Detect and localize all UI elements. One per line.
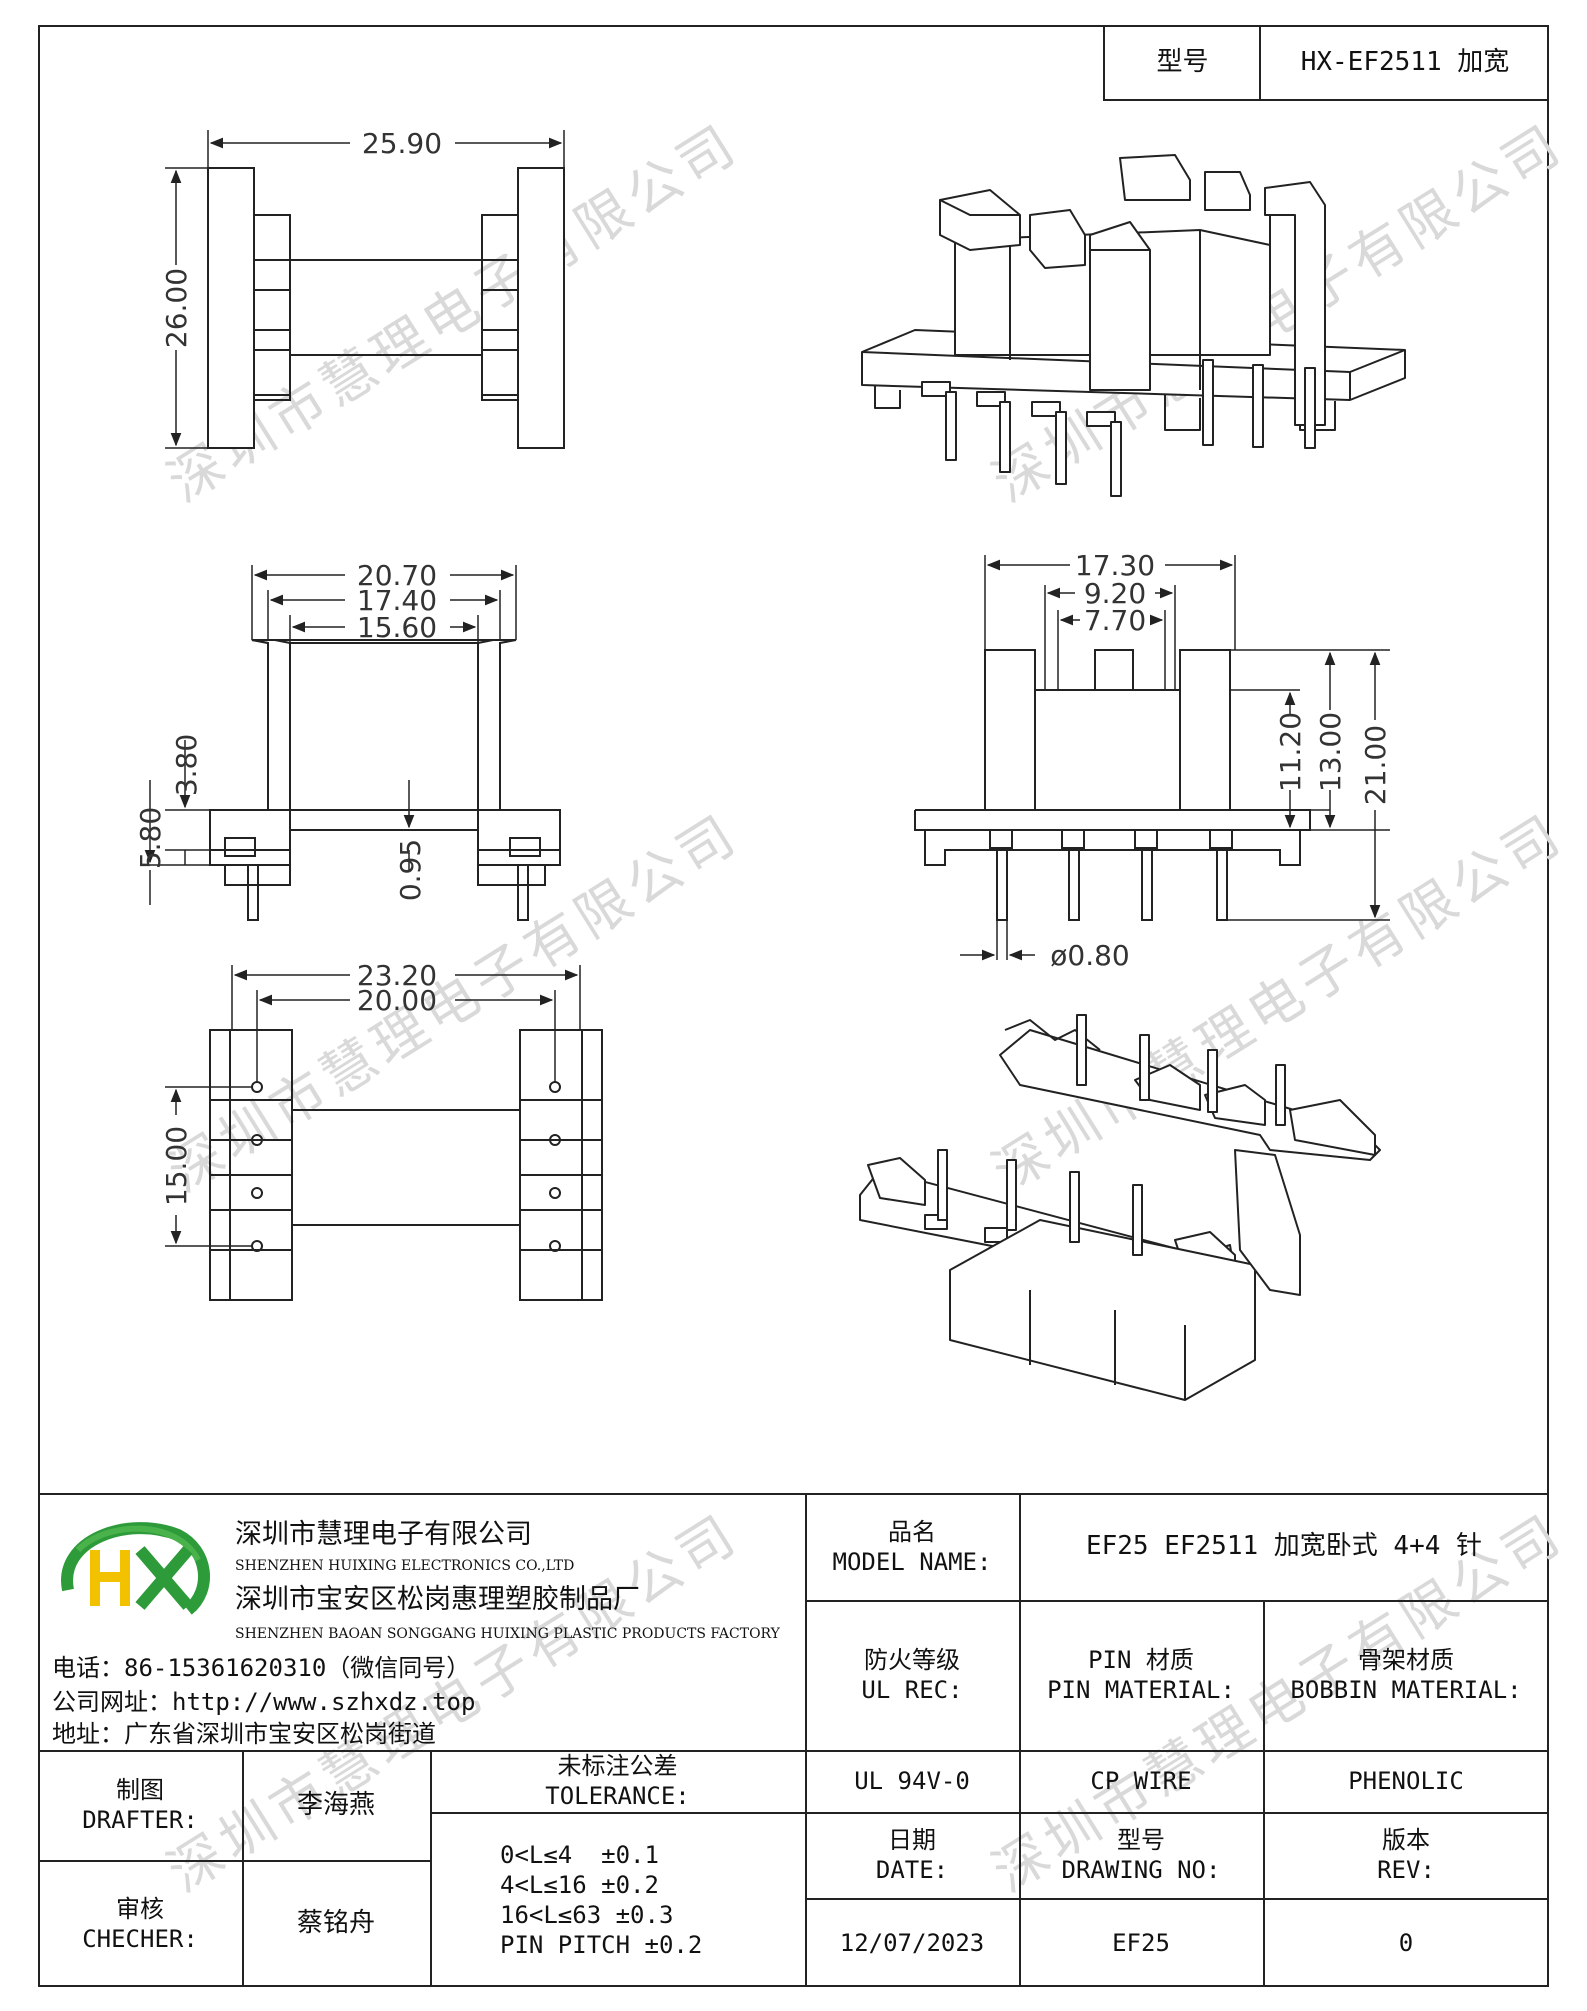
iso-view-bottom [859,1014,1381,1401]
pin-cn: PIN 材质 [1088,1646,1194,1674]
factory-name-en: SHENZHEN BAOAN SONGGANG HUIXING PLASTIC … [235,1626,780,1643]
rev-value: 0 [1398,1928,1414,1957]
rev-en: REV: [1377,1856,1435,1884]
header-model-label: 型号 [1103,25,1260,101]
dim-side-w2: 9.20 [1084,577,1146,610]
checker-label: 审核 CHECHER: [38,1860,242,1987]
drawing-no-value: EF25 [1112,1928,1170,1957]
divider [38,1750,1549,1752]
dim-top-height: 26.00 [160,268,193,348]
divider [805,1600,1549,1602]
dim-side-h1: 11.20 [1274,712,1307,792]
dim-front-h1: 3.80 [170,734,203,796]
title-block-top [38,1493,1549,1495]
dim-front-h3: 0.95 [394,839,427,901]
dim-side-h2: 13.00 [1314,712,1347,792]
front-view [140,565,561,921]
rev-label: 版本 REV: [1263,1812,1549,1898]
company-website[interactable]: 公司网址：http://www.szhxdz.top [52,1688,476,1716]
dim-bottom-height: 15.00 [160,1126,193,1206]
model-name-en: MODEL NAME: [832,1547,992,1576]
company-address: 地址：广东省深圳市宝安区松岗街道 [52,1720,436,1748]
dim-side-w3: 7.70 [1084,604,1146,637]
divider [1019,1493,1021,1987]
technical-drawings: 25.90 26.00 20.70 17.40 15.60 3.80 5.80 … [134,127,1406,1401]
tolerance-cn: 未标注公差 [557,1752,678,1780]
checker-cn: 审核 [116,1894,164,1923]
drawing-en: DRAWING NO: [1061,1856,1221,1884]
ul-en: UL REC: [861,1676,963,1704]
bobbin-cn: 骨架材质 [1358,1646,1454,1674]
date-label: 日期 DATE: [805,1812,1019,1898]
pin-material-label: PIN 材质 PIN MATERIAL: [1019,1600,1263,1750]
drafter-cn: 制图 [116,1776,164,1804]
bottom-view [165,965,603,1301]
divider [430,1750,432,1987]
dim-front-h2: 5.80 [134,807,167,869]
divider [805,1812,1549,1814]
iso-view-top [861,154,1406,497]
drafter-label: 制图 DRAFTER: [38,1750,242,1860]
checker-name: 蔡铭舟 [296,1908,375,1939]
bobbin-material-value: PHENOLIC [1348,1767,1464,1795]
pin-en: PIN MATERIAL: [1047,1676,1235,1704]
top-view [165,130,565,449]
dim-side-w1: 17.30 [1075,549,1155,582]
tolerance-line: 0<L≤4 ±0.1 [500,1840,659,1869]
tolerance-label: 未标注公差 TOLERANCE: [430,1750,805,1812]
ul-value: UL 94V-0 [854,1767,970,1795]
drawing-frame [38,25,1549,1987]
bobbin-en: BOBBIN MATERIAL: [1290,1676,1522,1704]
side-view [914,555,1390,961]
model-name-label: 品名 MODEL NAME: [805,1493,1019,1600]
dimension-labels: 25.90 26.00 20.70 17.40 15.60 3.80 5.80 … [134,127,1392,1206]
drafter-en: DRAFTER: [82,1806,198,1834]
checker-en: CHECHER: [82,1924,198,1953]
drafter-name: 李海燕 [296,1789,375,1820]
tolerance-line: 16<L≤63 ±0.3 [500,1900,674,1929]
dim-front-w2: 17.40 [357,584,437,617]
dim-side-h3: 21.00 [1359,725,1392,805]
divider [38,1860,430,1862]
drawing-cn: 型号 [1117,1826,1165,1854]
rev-cn: 版本 [1382,1826,1430,1854]
dim-front-w3: 15.60 [357,611,437,644]
date-en: DATE: [875,1856,949,1884]
dim-side-pin: ø0.80 [1050,939,1129,972]
ul-label: 防火等级 UL REC: [805,1600,1019,1750]
company-logo [61,1522,210,1615]
divider [242,1750,244,1987]
tolerance-en: TOLERANCE: [545,1782,690,1810]
pin-material-value: CP WIRE [1090,1767,1192,1795]
drawing-no-label: 型号 DRAWING NO: [1019,1812,1263,1898]
dim-bottom-w2: 20.00 [357,984,437,1017]
dim-top-width: 25.90 [362,127,442,160]
divider [805,1493,807,1987]
factory-name-cn: 深圳市宝安区松岗惠理塑胶制品厂 [235,1584,640,1616]
ul-cn: 防火等级 [864,1646,960,1674]
dim-front-w1: 20.70 [357,559,437,592]
tolerance-list: 0<L≤4 ±0.1 4<L≤16 ±0.2 16<L≤63 ±0.3 PIN … [430,1812,805,1987]
date-cn: 日期 [888,1826,936,1854]
date-value: 12/07/2023 [839,1928,985,1957]
divider [430,1812,805,1814]
tolerance-line: 4<L≤16 ±0.2 [500,1870,659,1899]
divider [1263,1600,1265,1987]
dim-bottom-w1: 23.20 [357,959,437,992]
header-model-value: HX-EF2511 加宽 [1259,25,1549,101]
divider [805,1898,1549,1900]
bobbin-material-label: 骨架材质 BOBBIN MATERIAL: [1263,1600,1549,1750]
model-name-value: EF25 EF2511 加宽卧式 4+4 针 [1085,1531,1483,1562]
tolerance-line: PIN PITCH ±0.2 [500,1930,703,1959]
model-name-cn: 品名 [888,1517,936,1546]
company-name-cn: 深圳市慧理电子有限公司 [235,1519,532,1551]
company-name-en: SHENZHEN HUIXING ELECTRONICS CO.,LTD [235,1558,575,1575]
company-phone: 电话：86-15361620310（微信同号） [52,1654,471,1682]
